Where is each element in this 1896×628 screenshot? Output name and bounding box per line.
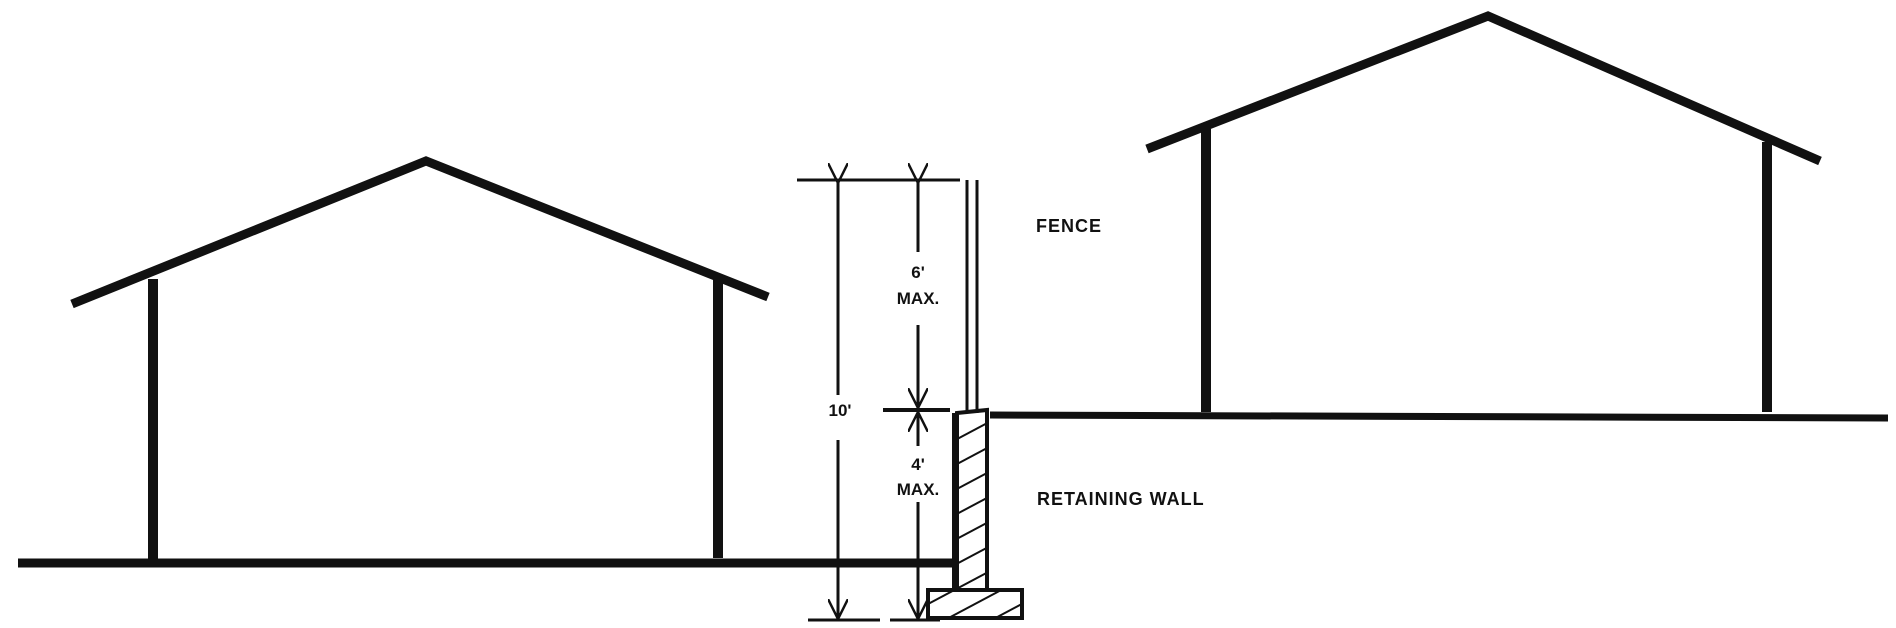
retaining-wall-label: RETAINING WALL: [1037, 489, 1205, 509]
fence-height-dimension: 6' MAX.: [897, 182, 940, 407]
wall-height-value: 4': [911, 455, 925, 474]
fence-height-value: 6': [911, 263, 925, 282]
right-house: [1145, 11, 1822, 412]
fence: [965, 180, 979, 413]
left-house-roof: [70, 156, 770, 309]
left-house: [70, 156, 770, 562]
wall-height-dimension: 4' MAX.: [897, 413, 940, 618]
wall-height-max: MAX.: [897, 480, 940, 499]
upper-ground-line: [989, 411, 1889, 422]
retaining-wall: [926, 407, 1024, 620]
right-house-roof: [1145, 11, 1822, 166]
fence-label: FENCE: [1036, 216, 1102, 236]
total-height-dimension: 10': [829, 182, 852, 618]
total-height-label: 10': [829, 401, 852, 420]
fence-height-max: MAX.: [897, 289, 940, 308]
